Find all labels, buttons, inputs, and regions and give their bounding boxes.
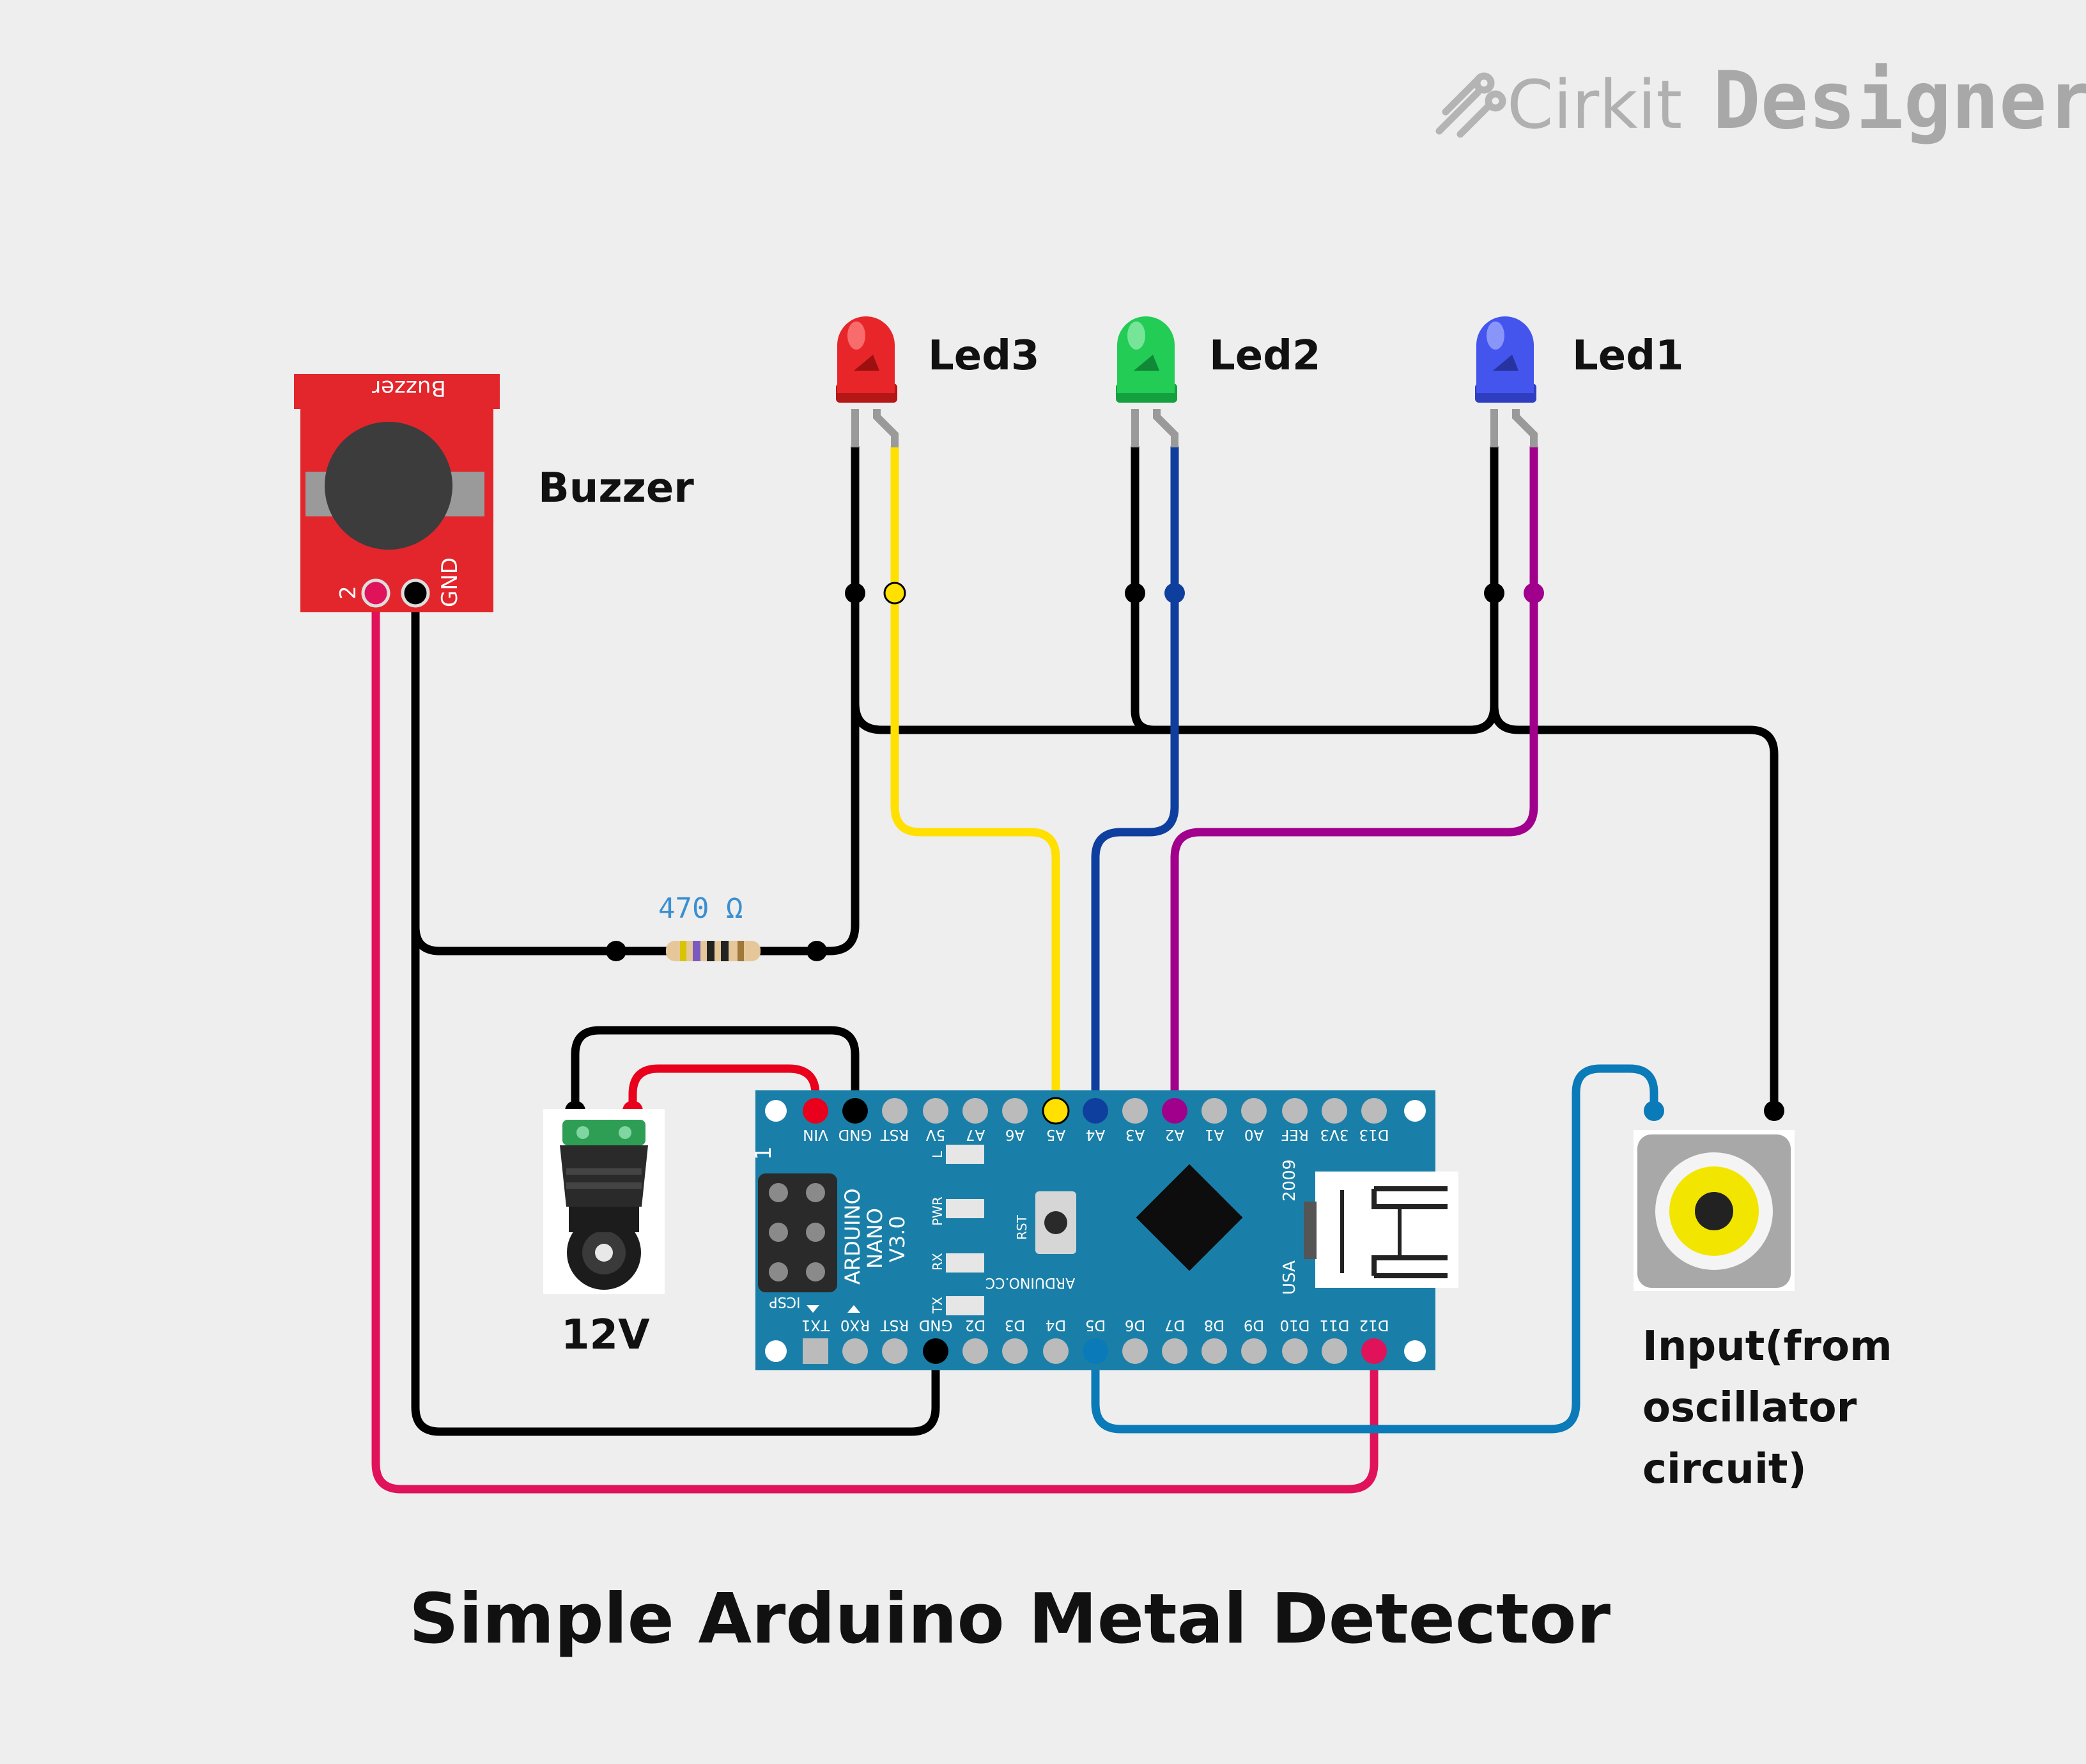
nano-led-pwr-label: PWR xyxy=(930,1196,945,1226)
nano-name-line1: ARDUINO xyxy=(840,1188,865,1285)
nano-pin-5v: 5V xyxy=(926,1126,946,1143)
nano-tx-arrow xyxy=(807,1305,819,1313)
nano-pin-a5: A5 xyxy=(1046,1126,1065,1143)
buzzer-pin-gnd[interactable] xyxy=(401,578,430,608)
nano-pin-d8: D8 xyxy=(1204,1317,1225,1333)
buzzer-module[interactable]: Buzzer 2 GND xyxy=(294,374,500,612)
nano-name-line3: V3.0 xyxy=(885,1216,909,1262)
wire-red-power-vin xyxy=(628,1064,820,1115)
brand-word-cirkit: Cirkit xyxy=(1507,66,1682,144)
buzzer-silk-label: Buzzer xyxy=(372,375,445,401)
nano-pin-d5: D5 xyxy=(1085,1317,1106,1333)
led2-label: Led2 xyxy=(1209,332,1321,380)
nano-year-label: 2009 xyxy=(1280,1159,1299,1202)
power-label: 12V xyxy=(561,1311,650,1359)
nano-pin-d3: D3 xyxy=(1005,1317,1025,1333)
diagram-title: Simple Arduino Metal Detector xyxy=(409,1579,1611,1659)
nano-pin-a6: A6 xyxy=(1005,1126,1024,1143)
nano-pin-gnd-bottom: GND xyxy=(919,1317,953,1333)
wire-buzzer-gnd xyxy=(411,589,940,1436)
buzzer-pin-gnd-label: GND xyxy=(437,557,463,607)
nano-pin-a4: A4 xyxy=(1086,1126,1105,1143)
nano-pin-3v3: 3V3 xyxy=(1320,1126,1348,1143)
cirkit-logo-icon xyxy=(1435,72,1506,138)
nano-icsp-header xyxy=(758,1173,837,1292)
nano-pin-rst-bottom: RST xyxy=(880,1317,909,1333)
wire-blue-led2-a4 xyxy=(1091,443,1179,1115)
nano-pin1-marker: 1 xyxy=(751,1146,776,1160)
nano-name-line2: NANO xyxy=(863,1208,887,1269)
nano-led-l-label: L xyxy=(930,1150,945,1158)
cirkit-logo: Cirkit Designer xyxy=(1435,55,2086,147)
arduino-nano[interactable]: VIN GND RST 5V A7 A6 A5 A4 A3 A2 A1 A0 R… xyxy=(751,1090,1458,1370)
wire-yellow-led3-a5 xyxy=(890,443,1060,1115)
resistor-value-label: 470 Ω xyxy=(658,892,743,925)
input-label-line2: oscillator xyxy=(1642,1384,1857,1432)
led3-label: Led3 xyxy=(928,332,1040,380)
buzzer-pin-signal[interactable] xyxy=(361,578,390,608)
nano-pin-ref: REF xyxy=(1281,1126,1309,1143)
rca-input-jack[interactable] xyxy=(1634,1130,1795,1291)
wire-black-power-gnd xyxy=(571,1026,860,1115)
buzzer-disc xyxy=(325,422,452,550)
input-label-line3: circuit) xyxy=(1642,1446,1807,1493)
nano-rx-arrow xyxy=(847,1305,860,1313)
nano-pin-vin: VIN xyxy=(803,1126,828,1143)
led2[interactable] xyxy=(1116,316,1178,447)
resistor-470[interactable] xyxy=(666,941,761,961)
nano-top-header xyxy=(803,1097,1387,1125)
nano-status-leds xyxy=(946,1145,984,1315)
nano-pin-d13: D13 xyxy=(1359,1126,1389,1143)
nano-country-label: USA xyxy=(1280,1260,1299,1295)
nano-pin-rx0: RX0 xyxy=(840,1317,870,1333)
wire-led1-cathode xyxy=(1490,443,1779,1115)
nano-led-tx-label: TX xyxy=(930,1297,945,1314)
nano-pin-a2: A2 xyxy=(1165,1126,1184,1143)
brand-word-designer: Designer xyxy=(1713,55,2086,147)
nano-bottom-header xyxy=(803,1338,1387,1364)
led1[interactable] xyxy=(1475,316,1538,447)
wire-blue-input-d5 xyxy=(1091,1064,1658,1434)
nano-pin-d7: D7 xyxy=(1164,1317,1185,1333)
led3[interactable] xyxy=(836,316,899,447)
nano-led-rx-label: RX xyxy=(930,1253,945,1271)
led1-label: Led1 xyxy=(1572,332,1684,380)
nano-pin-d2: D2 xyxy=(965,1317,985,1333)
nano-pin-d12: D12 xyxy=(1359,1317,1389,1333)
nano-usb-port[interactable] xyxy=(1304,1172,1458,1288)
nano-pin-d4: D4 xyxy=(1046,1317,1066,1333)
buzzer-pin-signal-label: 2 xyxy=(336,585,361,600)
nano-pin-d6: D6 xyxy=(1125,1317,1145,1333)
nano-pin-a7: A7 xyxy=(966,1126,985,1143)
wire-resistor-left xyxy=(411,922,621,956)
wire-ground-resistor xyxy=(812,589,860,956)
nano-pin-a0: A0 xyxy=(1244,1126,1263,1143)
dc-power-jack[interactable] xyxy=(543,1109,665,1294)
wire-led2-cathode xyxy=(1131,443,1159,734)
nano-pin-d10: D10 xyxy=(1280,1317,1310,1333)
nano-pin-d9: D9 xyxy=(1244,1317,1264,1333)
nano-site-label: ARDUINO.CC xyxy=(985,1274,1075,1290)
input-label-line1: Input(from xyxy=(1642,1323,1892,1370)
wire-purple-led1-a2 xyxy=(1170,443,1538,1115)
nano-pin-rst-top: RST xyxy=(880,1126,909,1143)
nano-pin-tx1: TX1 xyxy=(801,1317,830,1333)
buzzer-label: Buzzer xyxy=(538,465,694,512)
wire-pink-buzzer-d12 xyxy=(371,589,1379,1494)
nano-rst-label: RST xyxy=(1014,1214,1030,1240)
nano-pin-a1: A1 xyxy=(1205,1126,1224,1143)
nano-pin-a3: A3 xyxy=(1125,1126,1145,1143)
nano-icsp-label: ICSP xyxy=(769,1294,800,1310)
nano-pin-gnd-top: GND xyxy=(838,1126,872,1143)
nano-pin-d11: D11 xyxy=(1320,1317,1350,1333)
